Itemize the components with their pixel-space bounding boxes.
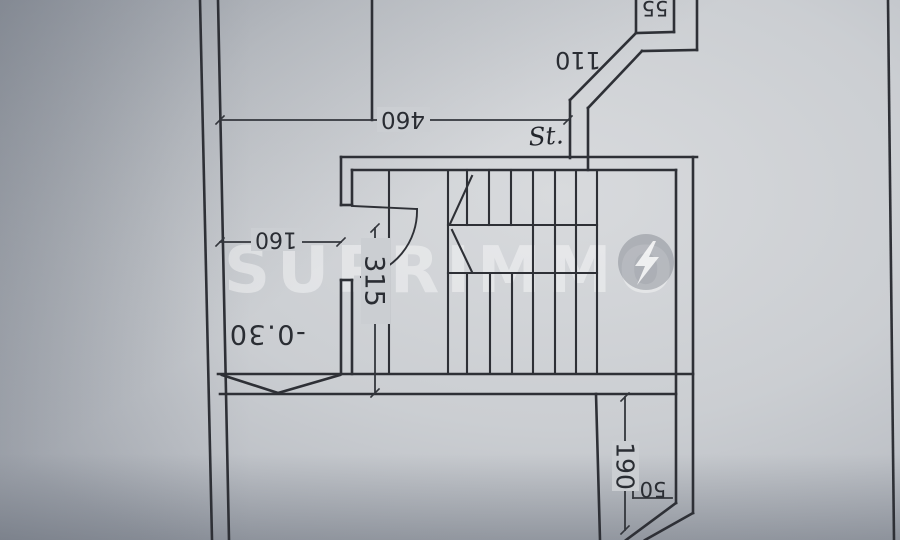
threshold-triangle — [276, 373, 342, 395]
right-upper-wall — [640, 48, 699, 53]
stair-break-line — [448, 174, 474, 226]
lightning-bolt-icon — [635, 241, 659, 285]
dim-ticks — [214, 114, 631, 536]
label-backgrounds — [251, 107, 639, 491]
threshold-triangle — [220, 373, 280, 395]
door-leaf — [351, 205, 418, 210]
dim-label-315: 315 — [359, 255, 390, 307]
labels: 460 160 315 190 50 110 55 -0.30 St. — [228, 0, 668, 501]
dim-label-160: 160 — [255, 227, 297, 252]
dim-label-460: 460 — [381, 106, 425, 132]
dim-label-50: 50 — [640, 477, 667, 501]
dim-label-110: 110 — [555, 46, 601, 74]
diagonal-wall-inner — [586, 49, 644, 110]
dim-label-190: 190 — [611, 442, 640, 490]
right-outer-wall — [886, 0, 896, 540]
lower-room-wall — [594, 392, 602, 540]
chamfer-wall-outer — [643, 511, 695, 540]
diagonal-wall-outer — [568, 31, 638, 102]
level-marker-label: -0.30 — [228, 319, 305, 350]
stair-label: St. — [527, 120, 564, 151]
left-wall-inner — [216, 0, 231, 540]
dim-label-55: 55 — [642, 0, 669, 20]
stair-break-line — [450, 228, 474, 274]
left-wall-outer — [198, 0, 214, 540]
walls — [198, 0, 896, 540]
chamfer-wall-inner — [624, 501, 678, 540]
shaft-box — [634, 30, 676, 35]
